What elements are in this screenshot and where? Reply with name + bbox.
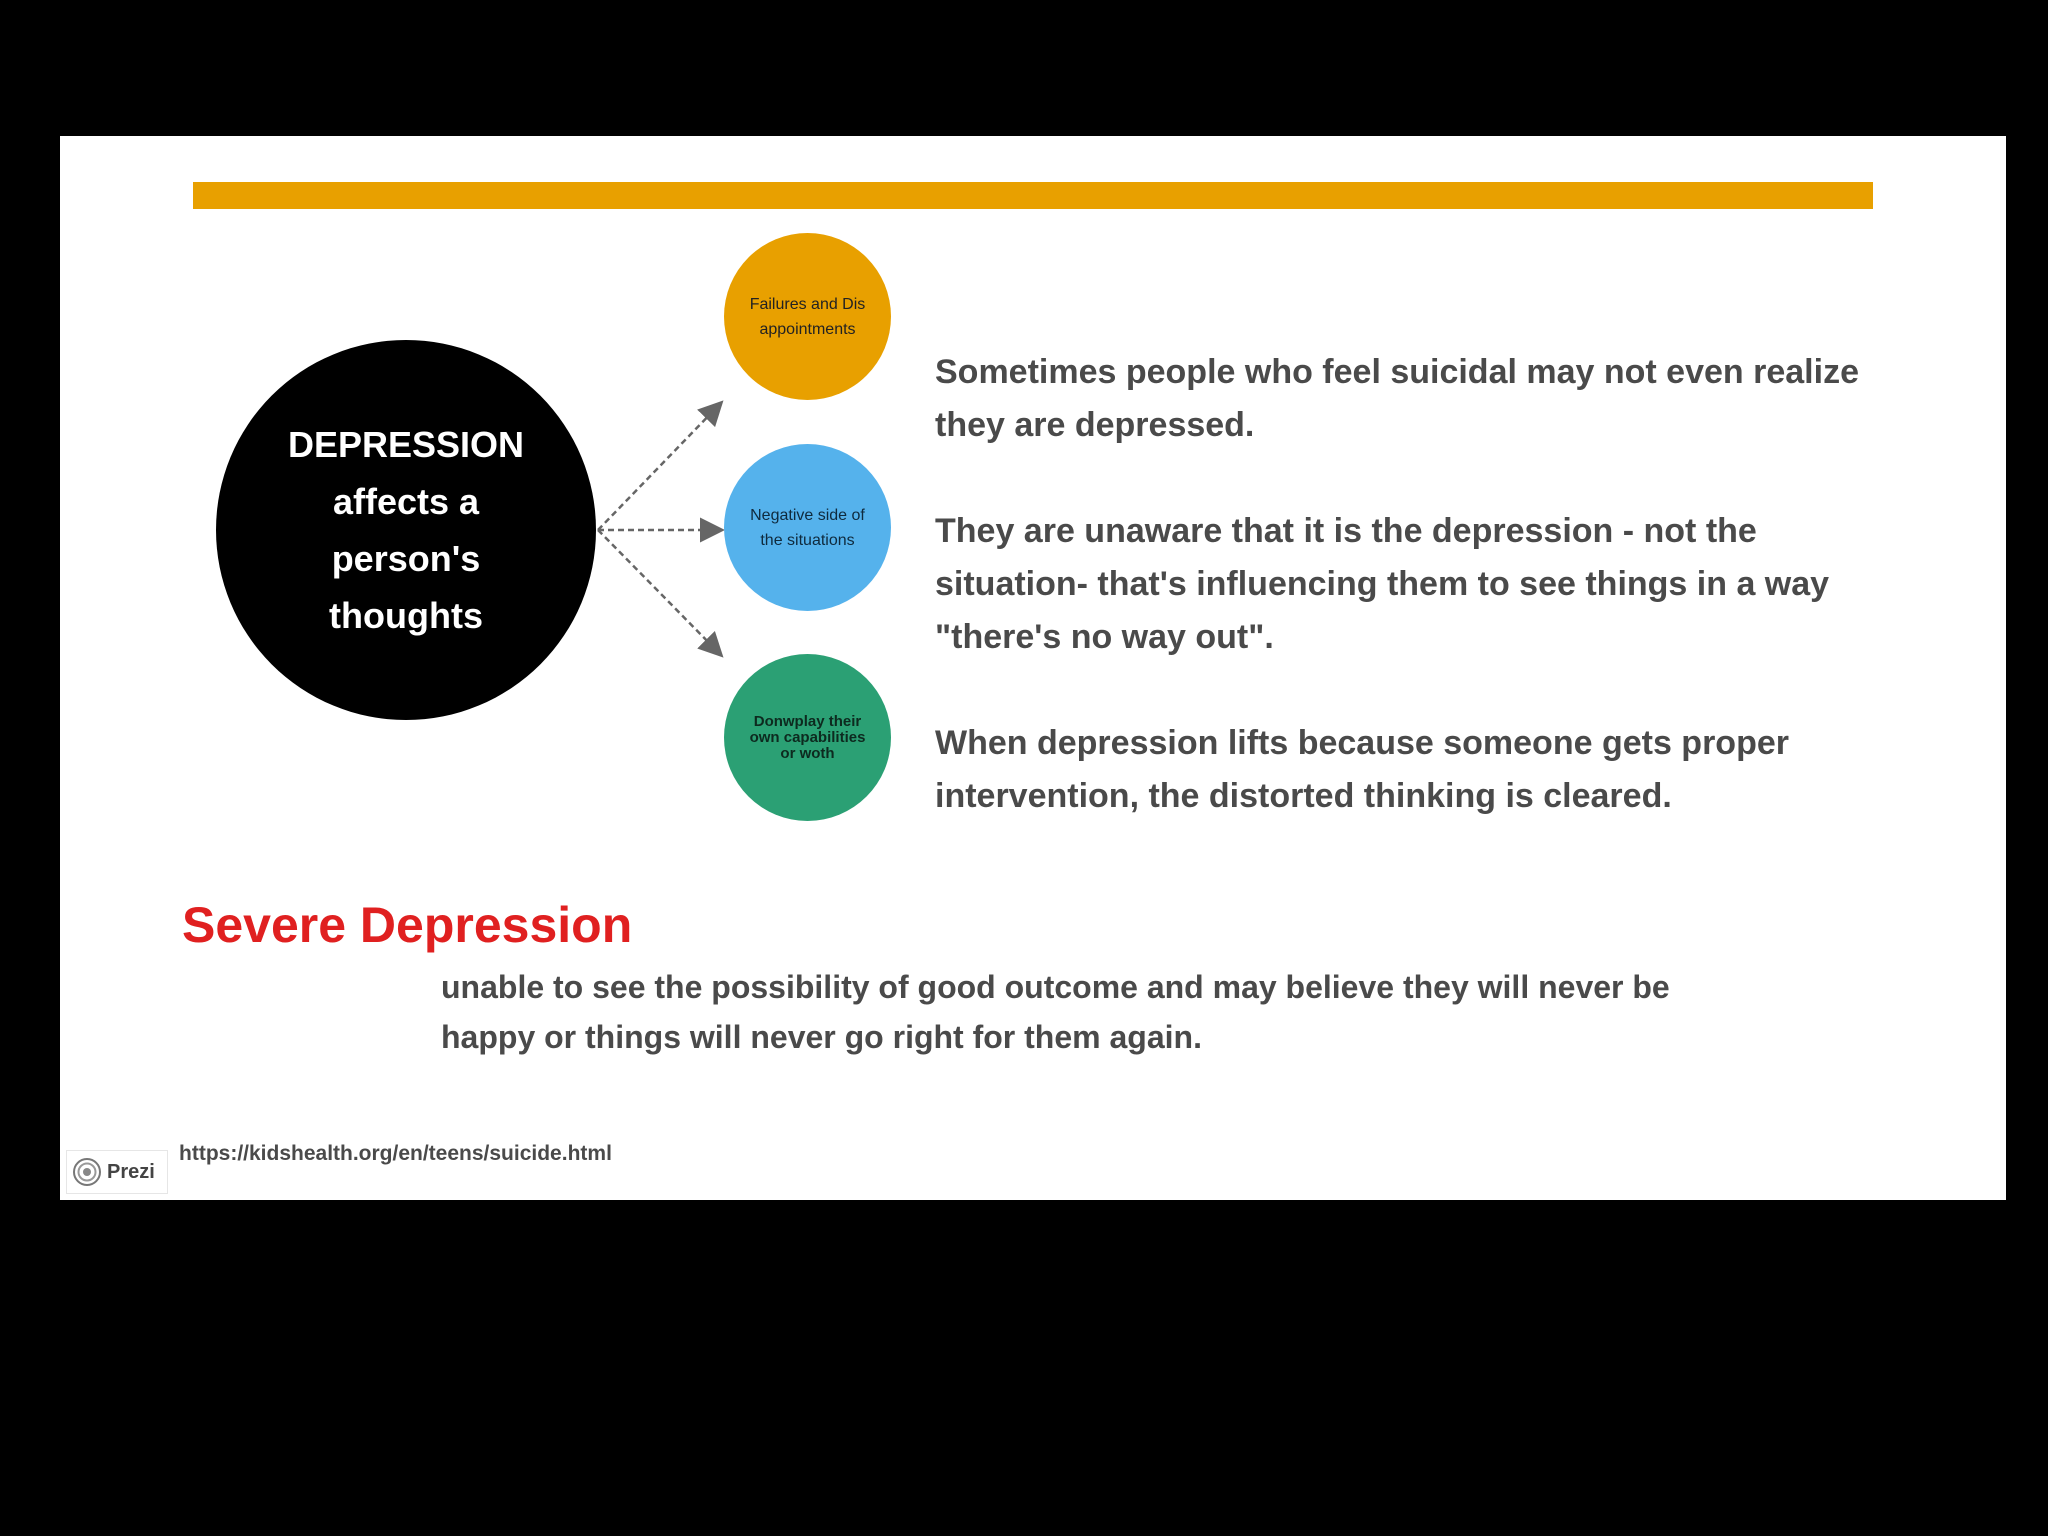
depression-circle-label: DEPRESSION affects a person's thoughts: [287, 424, 525, 636]
severe-depression-heading: Severe Depression: [182, 897, 633, 953]
negative-side-circle-label: Negative side of the situations: [750, 506, 865, 549]
failures-circle: Failures and Disappointments: [724, 233, 891, 400]
prezi-badge[interactable]: Prezi: [66, 1150, 168, 1194]
slide: DEPRESSION affects a person's thoughts F…: [60, 136, 2006, 1200]
negative-side-circle: Negative side of the situations: [724, 444, 891, 611]
downplay-circle-label: Donwplay their own capabilities or woth: [749, 712, 866, 762]
prezi-logo-icon: [73, 1158, 101, 1186]
paragraph: They are unaware that it is the depressi…: [935, 512, 1830, 656]
source-link[interactable]: https://kidshealth.org/en/teens/suicide.…: [179, 1142, 612, 1165]
paragraph: Sometimes people who feel suicidal may n…: [935, 353, 1859, 444]
accent-bar: [193, 182, 1873, 209]
severe-depression-description: unable to see the possibility of good ou…: [441, 969, 1670, 1055]
downplay-circle: Donwplay their own capabilities or woth: [724, 654, 891, 821]
depression-circle: DEPRESSION affects a person's thoughts: [216, 340, 596, 720]
prezi-label: Prezi: [107, 1160, 155, 1183]
failures-circle-label: Failures and Disappointments: [749, 295, 866, 338]
body-text: Sometimes people who feel suicidal may n…: [935, 346, 1895, 876]
paragraph: When depression lifts because someone ge…: [935, 724, 1789, 815]
arrow-to-downplay: [597, 529, 724, 658]
arrow-to-failures: [597, 400, 724, 531]
